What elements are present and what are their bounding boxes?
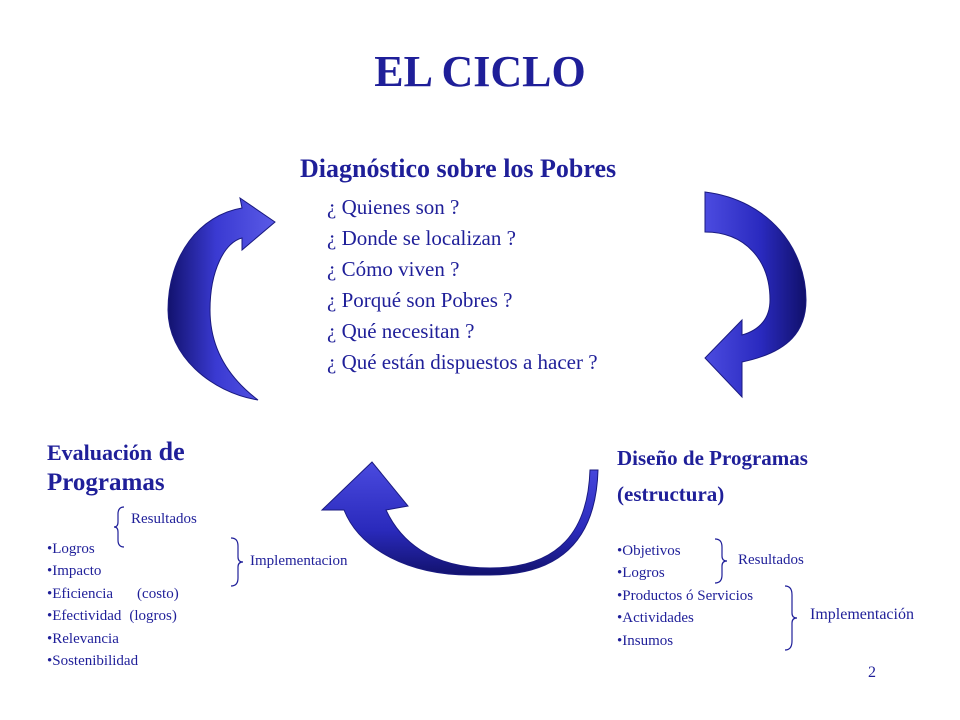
list-item-note: (logros)	[129, 608, 177, 625]
question-item: ¿ Porqué son Pobres ?	[327, 288, 513, 312]
list-item: •Efectividad(logros)	[47, 605, 179, 627]
page-number: 2	[868, 664, 876, 681]
evaluacion-heading-programas: Programas	[47, 469, 165, 496]
evaluacion-implementacion-label: Implementacion	[250, 553, 348, 569]
question-item: ¿ Qué están dispuestos a hacer ?	[327, 350, 598, 374]
dis-implementacion-brace	[784, 585, 798, 651]
evaluacion-heading-de: de	[152, 437, 185, 466]
question-item: ¿ Qué necesitan ?	[327, 319, 475, 343]
dis-resultados-brace	[714, 538, 728, 584]
evaluacion-heading: Evaluación de Programas	[47, 437, 185, 497]
list-item: •Impacto	[47, 563, 102, 580]
diseno-heading-line1: Diseño de Programas	[617, 446, 808, 470]
diseno-heading-line2: (estructura)	[617, 482, 725, 506]
arrow-bottom-left	[320, 461, 599, 576]
list-item: •Eficiencia(costo)	[47, 583, 179, 605]
arrow-left-up	[167, 196, 276, 401]
list-item: •Sostenibilidad	[47, 653, 139, 670]
list-item: •Relevancia	[47, 630, 119, 647]
question-item: ¿ Cómo viven ?	[327, 257, 460, 281]
diseno-resultados-label: Resultados	[738, 552, 804, 568]
diagnostico-questions: ¿ Quienes son ? ¿ Donde se localizan ? ¿…	[327, 192, 598, 378]
diagnostico-heading: Diagnóstico sobre los Pobres	[300, 154, 617, 183]
evaluacion-resultados-label: Resultados	[131, 511, 197, 527]
evaluacion-heading-word: Evaluación	[47, 440, 153, 465]
list-item: •Logros	[47, 541, 95, 557]
list-item: •Insumos	[617, 632, 674, 649]
list-item: •Productos ó Servicios	[617, 587, 754, 604]
diseno-heading: Diseño de Programas (estructura)	[617, 440, 808, 512]
evaluacion-list: •Logros •Impacto •Eficiencia(costo) •Efe…	[47, 538, 179, 672]
list-item-note: (costo)	[137, 585, 179, 602]
eval-implementacion-brace	[230, 537, 244, 587]
diseno-list: •Objetivos •Logros •Productos ó Servicio…	[617, 540, 753, 652]
eval-resultados-brace	[113, 506, 125, 548]
question-item: ¿ Quienes son ?	[327, 195, 460, 219]
arrow-right-down	[704, 191, 807, 399]
page-title: EL CICLO	[374, 47, 586, 96]
diseno-implementacion-label: Implementación	[810, 606, 914, 623]
list-item: •Actividades	[617, 610, 694, 627]
list-item: •Objetivos	[617, 543, 681, 559]
list-item: •Logros	[617, 565, 665, 582]
question-item: ¿ Donde se localizan ?	[327, 226, 516, 250]
